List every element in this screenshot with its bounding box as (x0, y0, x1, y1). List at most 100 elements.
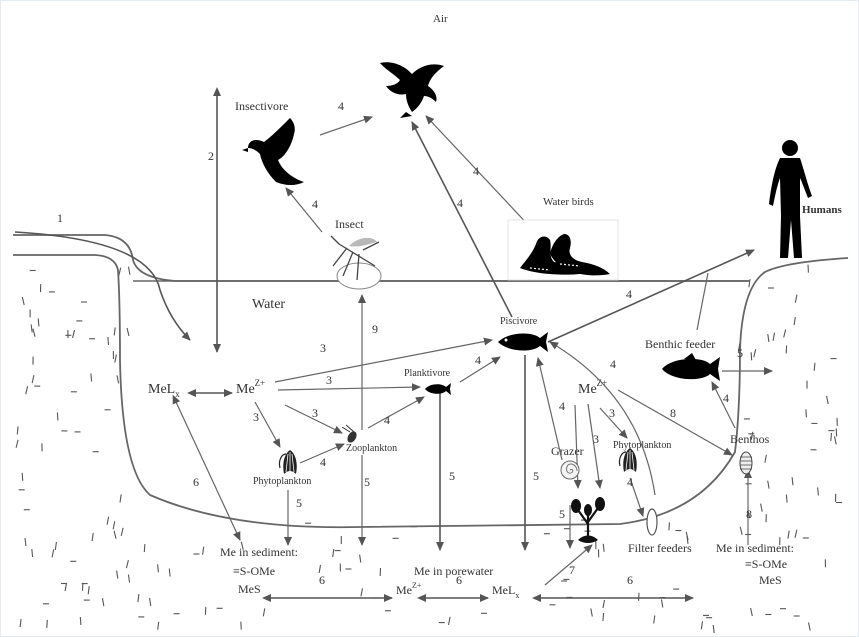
sediment-speck (31, 548, 34, 558)
sediment-speck (794, 294, 798, 303)
sediment-speck (25, 386, 29, 395)
arrow-4-phyto-filter (629, 477, 645, 517)
sediment-speck (91, 533, 94, 542)
sediment-speck (739, 526, 743, 535)
porewater-label: Me in porewater (414, 564, 493, 578)
me2-left: MeZ+ (236, 378, 265, 397)
arrow-birds-eagle (425, 115, 534, 231)
sediment-speck (64, 582, 68, 592)
arrow-6-mel-sediment (172, 394, 241, 541)
arrow-4-grazer-piscivore (535, 357, 563, 461)
sediment-speck (813, 362, 816, 371)
eagle-icon (380, 62, 444, 118)
sediment-speck (126, 327, 130, 337)
sediment-right-line2: ≡S-OMe (745, 557, 787, 571)
piscivore-label: Piscivore (500, 316, 538, 327)
arrow-4-curve-piscivore (549, 341, 656, 496)
num-7: 7 (569, 563, 575, 577)
num-4-insect: 4 (312, 197, 318, 211)
benthic-feeder-fish-icon (662, 353, 720, 381)
num-1: 1 (57, 211, 63, 225)
planktivore-label: Planktivore (404, 368, 451, 379)
snail-icon (560, 460, 580, 480)
num-6-sed-c: 6 (627, 573, 633, 587)
num-3-me-phyto: 3 (253, 410, 259, 424)
sediment-speck (602, 599, 606, 609)
num-5-benthic: 5 (737, 346, 743, 360)
flux-arrows (14, 87, 773, 602)
swallow-icon (242, 118, 304, 185)
sediment-speck (37, 318, 40, 327)
sediment-speck (767, 480, 770, 489)
sediment-speck (360, 588, 364, 597)
sediment-speck (817, 487, 819, 496)
sediment-speck (127, 574, 131, 583)
sediment-speck (107, 336, 110, 346)
sediment-speck (90, 373, 93, 382)
sediment-speck (32, 328, 36, 337)
sediment-speck (783, 329, 787, 338)
sediment-speck (787, 530, 790, 539)
sediment-speck (791, 477, 794, 486)
sediment-speck (359, 554, 362, 563)
sediment-speck (807, 622, 811, 631)
sediment-speck (72, 329, 76, 339)
num-5-plank: 5 (449, 469, 455, 483)
filter-feeders-label: Filter feeders (628, 541, 692, 555)
num-5-zoo: 5 (364, 475, 370, 489)
sediment-speck (750, 607, 753, 617)
sediment-speck (753, 348, 757, 358)
num-3-me-piscivore: 3 (320, 341, 326, 355)
grazer-label: Grazer (551, 444, 584, 458)
sediment-speck (202, 546, 205, 555)
num-4-phyto-left: 4 (320, 455, 326, 469)
humans-label: Humans (802, 204, 842, 216)
zooplankton-icon (341, 424, 357, 443)
num-4-zoo-planktivore: 4 (384, 413, 390, 427)
sediment-left-line2: ≡S-OMe (233, 564, 275, 578)
arrow-3-me-phyto (254, 401, 281, 448)
sediment-texture (15, 264, 843, 634)
arrow-3-me-zooplankton (284, 404, 343, 434)
sediment-speck (125, 559, 129, 569)
sediment-right-line1: Me in sediment: (716, 541, 794, 555)
me2-right: MeZ+ (578, 378, 607, 397)
num-5-pisc: 5 (533, 469, 539, 483)
sediment-speck (168, 568, 171, 577)
sediment-speck (805, 409, 807, 418)
sediment-speck (602, 543, 605, 552)
num-6-left: 6 (193, 475, 199, 489)
insectivore-label: Insectivore (235, 99, 288, 113)
phytoplankton-icon (618, 448, 637, 472)
sediment-speck (447, 616, 451, 626)
porewater-mel: MeLx (492, 583, 519, 600)
benthos-icon (739, 451, 753, 475)
arrow-3-me-planktivore (277, 383, 421, 392)
flux-numbers: 1 2 4 4 4 4 4 9 3 3 3 3 4 4 4 4 6 5 5 5 … (57, 99, 752, 587)
insect-label: Insect (335, 217, 364, 231)
sediment-left-line1: Me in sediment: (220, 545, 298, 559)
loons-icon (507, 219, 619, 281)
num-6-sed-b: 6 (456, 573, 462, 587)
num-4-benthos: 4 (723, 391, 729, 405)
num-4-piscivore-right: 4 (610, 357, 616, 371)
num-4-birds: 4 (473, 164, 479, 178)
num-4-humans: 4 (626, 287, 632, 301)
sediment-speck (262, 608, 266, 617)
arrow-3-right-grazer (587, 403, 603, 489)
sediment-speck (114, 354, 117, 363)
sediment-speck (830, 432, 833, 441)
sediment-speck (602, 612, 605, 622)
sediment-speck (668, 522, 670, 531)
sediment-speck (19, 619, 22, 628)
sediment-speck (116, 570, 119, 579)
sediment-speck (51, 549, 55, 558)
sediment-speck (113, 530, 117, 539)
num-6-sed-a: 6 (319, 573, 325, 587)
sediment-speck (826, 395, 829, 405)
mosquito-icon (330, 235, 382, 290)
arrow-7-porewater-plant (544, 544, 593, 586)
sediment-speck (750, 352, 753, 361)
sediment-speck (157, 621, 160, 630)
num-4-piscivore-eagle: 4 (457, 196, 463, 210)
